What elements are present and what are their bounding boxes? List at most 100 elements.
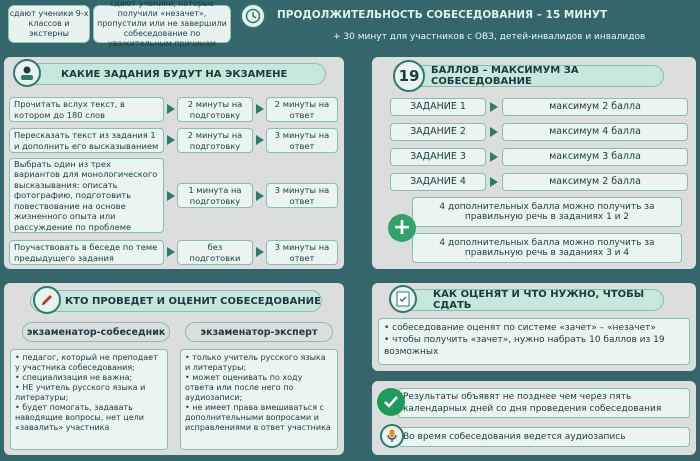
task-prep-3: 1 минута на подготовку xyxy=(177,183,253,208)
list-item: • НЕ учитель русского языка и литературы… xyxy=(15,383,146,402)
arrow-icon xyxy=(167,104,175,114)
bonus-text-2: 4 дополнительных балла можно получить за… xyxy=(439,237,655,259)
list-item: • специализация не важна; xyxy=(15,373,133,382)
examiner-interviewer-title: экзаменатор-собеседник xyxy=(22,322,170,342)
task-prep-1: 2 минуты на подготовку xyxy=(177,97,253,122)
check-icon xyxy=(377,388,405,416)
examiner-interviewer-list: • педагог, который не преподает у участн… xyxy=(10,349,168,450)
score-task-label: ЗАДАНИЕ 1 xyxy=(410,100,466,112)
prep-text: 1 минута на подготовку xyxy=(188,185,242,206)
score-task-4: ЗАДАНИЕ 4 xyxy=(390,173,486,191)
score-max-4: максимум 2 балла xyxy=(502,173,688,191)
examiners-title: КТО ПРОВЕДЕТ И ОЦЕНИТ СОБЕСЕДОВАНИЕ xyxy=(65,295,321,307)
task-answer-3: 3 минуты на ответ xyxy=(266,183,338,208)
score-max-label: максимум 3 балла xyxy=(549,150,641,162)
score-max-1: максимум 2 балла xyxy=(502,98,688,116)
arrow-icon xyxy=(490,152,498,162)
prep-text: 2 минуты на подготовку xyxy=(187,99,243,120)
list-item: • только учитель русского языка и литера… xyxy=(185,353,326,372)
task-answer-2: 3 минуты на ответ xyxy=(266,128,338,153)
score-max-label: максимум 4 балла xyxy=(549,125,641,137)
examiner-expert-list: • только учитель русского языка и литера… xyxy=(180,349,338,450)
answer-text: 3 минуты на ответ xyxy=(274,130,330,151)
score-task-label: ЗАДАНИЕ 2 xyxy=(410,125,466,137)
arrow-icon xyxy=(167,247,175,257)
tasks-banner: КАКИЕ ЗАДАНИЯ БУДУТ НА ЭКЗАМЕНЕ xyxy=(26,63,326,85)
list-item: • чтобы получить «зачет», нужно набрать … xyxy=(384,335,665,357)
score-max-label: максимум 2 балла xyxy=(549,100,641,112)
grading-title: КАК ОЦЕНЯТ И ЧТО НУЖНО, ЧТОБЫ СДАТЬ xyxy=(433,289,645,311)
examiner-interviewer-label: экзаменатор-собеседник xyxy=(26,326,166,338)
examiner-expert-title: экзаменатор-эксперт xyxy=(185,322,333,342)
arrow-icon xyxy=(167,135,175,145)
bonus-box-1: 4 дополнительных балла можно получить за… xyxy=(412,197,682,227)
results-box: Результаты объявят не позднее чем через … xyxy=(398,388,690,418)
extra-time: + 30 минут для участников с ОВЗ, детей-и… xyxy=(333,32,646,42)
pill-retake: сдают ученики, которые получили «незачет… xyxy=(93,0,231,48)
list-item-text: чтобы получить «зачет», нужно набрать 10… xyxy=(384,335,665,357)
examiner-expert-label: экзаменатор-эксперт xyxy=(200,326,318,338)
list-item: • педагог, который не преподает у участн… xyxy=(15,353,158,372)
pill-participants-text: сдают ученики 9-х классов и экстерны xyxy=(9,9,89,38)
arrow-icon xyxy=(256,247,264,257)
arrow-icon xyxy=(490,127,498,137)
list-item: • может оценивать по ходу ответа или пос… xyxy=(185,373,303,402)
list-item-text: НЕ учитель русского языка и литературы; xyxy=(15,383,146,402)
answer-text: 3 минуты на ответ xyxy=(274,185,330,206)
tasks-title: КАКИЕ ЗАДАНИЯ БУДУТ НА ЭКЗАМЕНЕ xyxy=(61,68,288,80)
arrow-icon xyxy=(256,191,264,201)
list-item-text: не имеет права вмешиваться с дополнитель… xyxy=(185,403,331,432)
arrow-icon xyxy=(256,104,264,114)
list-item: • будет помогать, задавать наводящие воп… xyxy=(15,403,144,432)
score-max-label: максимум 2 балла xyxy=(549,175,641,187)
student-icon xyxy=(13,59,41,87)
bonus-text-1: 4 дополнительных балла можно получить за… xyxy=(439,201,655,223)
prep-text: 2 минуты на подготовку xyxy=(187,130,243,151)
task-prep-4: без подготовки xyxy=(177,240,253,265)
scores-banner: БАЛЛОВ – МАКСИМУМ ЗА СОБЕСЕДОВАНИЕ xyxy=(402,65,664,87)
score-max-2: максимум 4 балла xyxy=(502,123,688,141)
score-number: 19 xyxy=(398,67,420,85)
arrow-icon xyxy=(167,191,175,201)
pill-participants: сдают ученики 9-х классов и экстерны xyxy=(8,5,90,43)
clock-icon xyxy=(240,3,266,29)
task-text: Выбрать один из трех вариантов для монол… xyxy=(14,158,158,232)
audio-text: Во время собеседования ведется аудиозапи… xyxy=(403,431,626,442)
list-item-text: будет помогать, задавать наводящие вопро… xyxy=(15,403,144,432)
task-text: Поучаствовать в беседе по теме предыдуще… xyxy=(14,242,158,263)
task-answer-1: 2 минуты на ответ xyxy=(266,97,338,122)
task-row-3: Выбрать один из трех вариантов для монол… xyxy=(9,158,164,233)
task-row-1: Прочитать вслух текст, в котором до 180 … xyxy=(9,97,164,122)
task-prep-2: 2 минуты на подготовку xyxy=(177,128,253,153)
duration-title: ПРОДОЛЖИТЕЛЬНОСТЬ СОБЕСЕДОВАНИЯ – 15 МИН… xyxy=(277,9,608,21)
scores-title: БАЛЛОВ – МАКСИМУМ ЗА СОБЕСЕДОВАНИЕ xyxy=(431,65,579,87)
task-text: Прочитать вслух текст, в котором до 180 … xyxy=(14,99,125,120)
score-max-3: максимум 3 балла xyxy=(502,148,688,166)
plus-glyph: + xyxy=(392,215,412,240)
arrow-icon xyxy=(490,177,498,187)
arrow-icon xyxy=(256,135,264,145)
audio-box: Во время собеседования ведется аудиозапи… xyxy=(398,427,690,447)
task-answer-4: 3 минуты на ответ xyxy=(266,240,338,265)
score-task-1: ЗАДАНИЕ 1 xyxy=(390,98,486,116)
score-task-3: ЗАДАНИЕ 3 xyxy=(390,148,486,166)
list-item-text: может оценивать по ходу ответа или после… xyxy=(185,373,303,402)
score-number-badge: 19 xyxy=(393,60,425,92)
examiners-banner: КТО ПРОВЕДЕТ И ОЦЕНИТ СОБЕСЕДОВАНИЕ xyxy=(30,290,322,312)
list-item-text: педагог, который не преподает у участник… xyxy=(15,353,158,372)
prep-text: без подготовки xyxy=(189,242,241,263)
results-text: Результаты объявят не позднее чем через … xyxy=(403,392,662,414)
grading-banner: КАК ОЦЕНЯТ И ЧТО НУЖНО, ЧТОБЫ СДАТЬ xyxy=(398,289,664,311)
microphone-icon xyxy=(380,424,404,448)
list-item: • не имеет права вмешиваться с дополните… xyxy=(185,403,331,432)
document-icon xyxy=(389,285,417,313)
pencil-icon xyxy=(33,286,61,314)
list-item-text: специализация не важна; xyxy=(22,373,133,382)
list-item: • собеседование оценят по системе «зачет… xyxy=(384,323,656,333)
pill-retake-text: сдают ученики, которые получили «незачет… xyxy=(97,0,227,48)
bonus-box-2: 4 дополнительных балла можно получить за… xyxy=(412,233,682,263)
arrow-icon xyxy=(490,102,498,112)
plus-icon: + xyxy=(388,214,416,242)
list-item-text: собеседование оценят по системе «зачет» … xyxy=(392,323,656,333)
task-row-4: Поучаствовать в беседе по теме предыдуще… xyxy=(9,240,164,265)
